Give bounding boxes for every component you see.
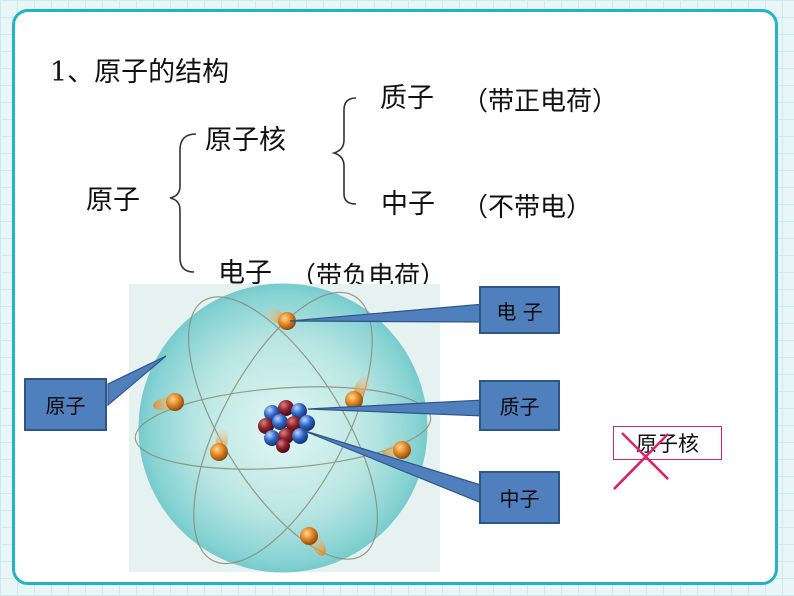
electron-2 [345,375,370,409]
tree-proton: 质子 [380,83,434,114]
electron-6 [300,527,326,556]
callout-pointer-atom [107,355,167,407]
tree-neutron-note: （不带电） [462,193,593,223]
brace-atom [169,133,197,273]
tree-electron: 电子 [218,258,272,289]
section-heading: 1、原子的结构 [50,57,230,88]
orbits [134,291,432,565]
label-atom: 原子 [24,378,107,431]
tree-nucleus: 原子核 [205,125,286,156]
electron-1 [265,308,296,330]
brace-nucleus [331,97,357,205]
crossed-out-nucleus-label: 原子核 [613,426,722,460]
electron-3 [153,393,184,411]
electron-4 [210,428,229,461]
label-proton: 质子 [479,380,560,431]
tree-atom: 原子 [86,185,140,216]
label-neutron: 中子 [479,471,560,524]
tree-proton-note: （带正电荷） [462,87,619,117]
label-electron: 电 子 [479,286,560,334]
tree-neutron: 中子 [381,189,435,220]
nucleus [258,400,315,453]
